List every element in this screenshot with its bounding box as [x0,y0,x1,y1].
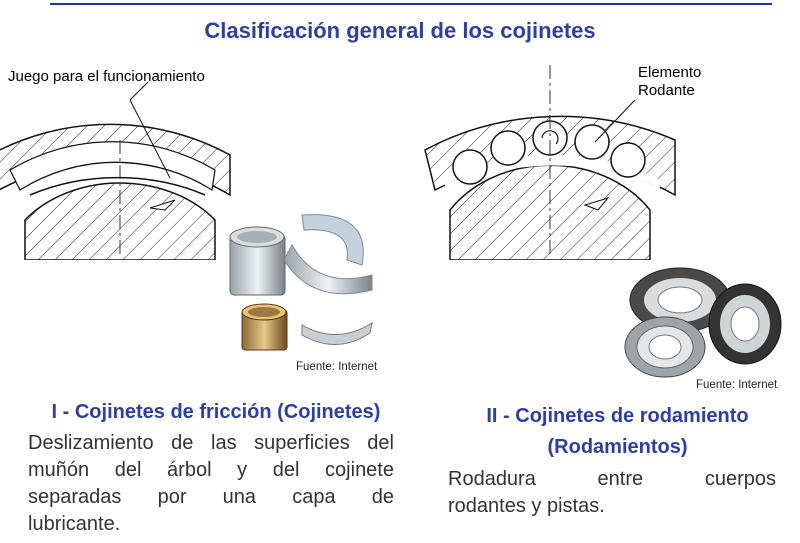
friction-line-1: Deslizamiento de las superficies del [28,432,394,454]
rolling-bearing-photo [610,262,792,380]
rolling-bearing-diagram [424,65,676,260]
plain-bearing-diagram [0,81,231,260]
rolling-heading: II - Cojinetes de rodamiento (Rodamiento… [440,401,795,463]
rolling-description: Rodadura entre cuerpos rodantes y pistas… [448,466,776,520]
friction-line-3: separadas por una capa de [28,486,394,508]
friction-line-4: lubricante. [28,513,121,535]
source-label-left: Fuente: Internet [296,361,378,373]
friction-heading: I - Cojinetes de fricción (Cojinetes) [51,401,381,423]
plain-bearing-photo [222,205,392,365]
rolling-line-1: Rodadura entre cuerpos [448,468,776,490]
clearance-callout: Juego para el funcionamiento [8,68,205,85]
callout-line-2: Rodante [638,82,695,99]
rolling-heading-line-2: (Rodamientos) [547,436,688,458]
rolling-heading-line-1: II - Cojinetes de rodamiento [486,405,749,427]
rolling-line-2: rodantes y pistas. [448,495,605,517]
source-label-right: Fuente: Internet [696,379,778,391]
friction-line-2: muñón del árbol y del cojinete [28,459,394,481]
callout-line-1: Elemento [638,64,702,81]
rolling-element-callout: Elemento Rodante [638,64,701,100]
slide-title: Clasificación general de los cojinetes [204,18,596,43]
friction-description: Deslizamiento de las superficies del muñ… [28,430,394,538]
top-rule [50,3,772,5]
